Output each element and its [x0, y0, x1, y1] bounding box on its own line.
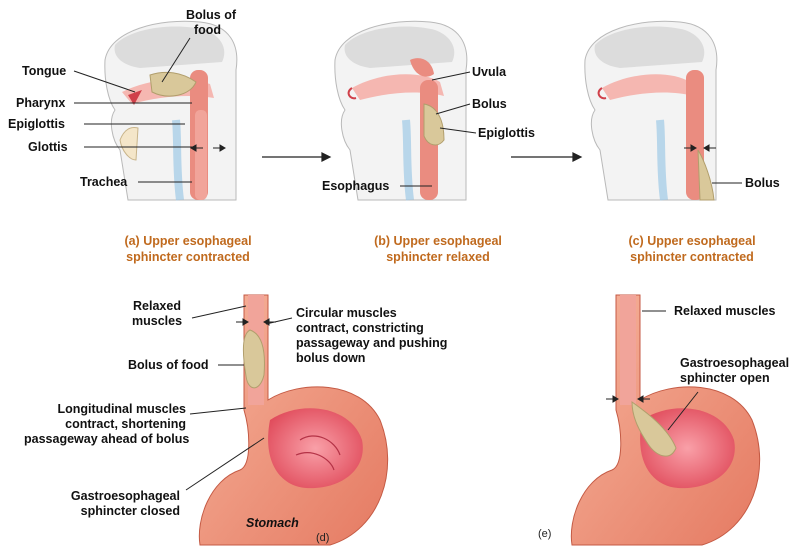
label-line: sphincter closed [58, 504, 180, 519]
label-circular-muscles: Circular muscles contract, constricting … [296, 306, 447, 366]
label-line: Relaxed [132, 299, 182, 314]
label-line: passageway and pushing [296, 336, 447, 351]
label-bolus-c: Bolus [745, 176, 780, 191]
label-uvula: Uvula [472, 65, 506, 80]
caption-b: (b) Upper esophageal sphincter relaxed [358, 233, 518, 265]
label-trachea: Trachea [80, 175, 127, 190]
caption-line: (b) Upper esophageal [358, 233, 518, 249]
label-bolus-of-food-a: Bolus of food [186, 8, 236, 38]
label-gastroesophageal-open: Gastroesophageal sphincter open [680, 356, 789, 386]
label-line: Gastroesophageal [680, 356, 789, 371]
panel-letter-e: (e) [538, 528, 551, 540]
label-tongue: Tongue [22, 64, 66, 79]
label-line: Longitudinal muscles [24, 402, 186, 417]
label-line: contract, shortening [24, 417, 186, 432]
label-relaxed-muscles-d: Relaxed muscles [132, 299, 182, 329]
label-stomach: Stomach [246, 516, 299, 531]
label-epiglottis-b: Epiglottis [478, 126, 535, 141]
label-pharynx: Pharynx [16, 96, 65, 111]
label-line: Circular muscles [296, 306, 447, 321]
label-line: food [186, 23, 236, 38]
caption-line: (c) Upper esophageal [612, 233, 772, 249]
caption-line: sphincter contracted [108, 249, 268, 265]
label-line: Gastroesophageal [58, 489, 180, 504]
label-esophagus: Esophagus [322, 179, 389, 194]
label-relaxed-muscles-e: Relaxed muscles [674, 304, 775, 319]
label-glottis: Glottis [28, 140, 68, 155]
label-line: muscles [132, 314, 182, 329]
label-bolus-of-food-d: Bolus of food [128, 358, 209, 373]
caption-line: (a) Upper esophageal [108, 233, 268, 249]
label-line: bolus down [296, 351, 447, 366]
label-longitudinal-muscles: Longitudinal muscles contract, shortenin… [24, 402, 186, 447]
caption-line: sphincter contracted [612, 249, 772, 265]
caption-c: (c) Upper esophageal sphincter contracte… [612, 233, 772, 265]
label-epiglottis-a: Epiglottis [8, 117, 65, 132]
head-illustration-a [105, 21, 237, 200]
caption-a: (a) Upper esophageal sphincter contracte… [108, 233, 268, 265]
label-line: contract, constricting [296, 321, 447, 336]
label-line: sphincter open [680, 371, 789, 386]
panel-letter-d: (d) [316, 532, 329, 544]
label-gastroesophageal-closed: Gastroesophageal sphincter closed [58, 489, 180, 519]
label-line: passageway ahead of bolus [24, 432, 186, 447]
label-bolus-b: Bolus [472, 97, 507, 112]
head-illustration-c [585, 21, 717, 200]
stomach-illustration-e [571, 295, 759, 545]
caption-line: sphincter relaxed [358, 249, 518, 265]
label-line: Bolus of [186, 8, 236, 23]
